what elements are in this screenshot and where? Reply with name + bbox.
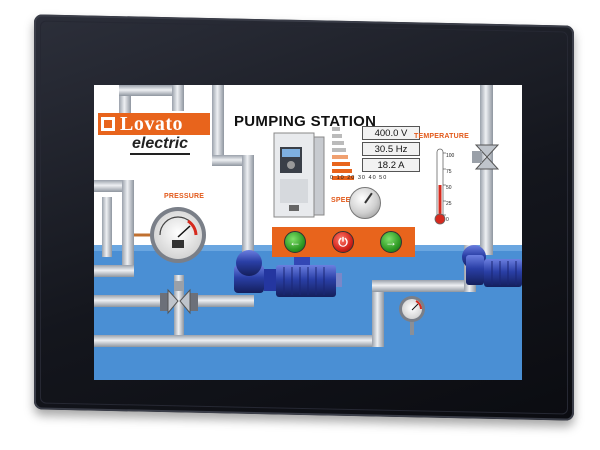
motor-fins [283,267,325,295]
pump-motor [276,265,336,297]
bar-meter [332,127,354,180]
pump-motor-right [484,259,522,287]
readout-value: 400.0 [374,128,399,139]
valve-stem-right [472,151,482,163]
temperature-label: TEMPERATURE [414,133,469,140]
pipe [372,280,384,347]
pipe [212,155,254,166]
temperature-tick: 100 [446,153,455,159]
pump-head-right [466,255,484,285]
temperature-tick: 75 [446,169,452,175]
thermometer [434,148,446,225]
power-icon: ⏻ [338,235,348,249]
pipe [94,335,384,347]
readout-value: 18.2 [377,160,397,171]
frequency-drive [273,132,325,218]
valve-stem [174,281,184,291]
pipe [372,280,472,292]
arrow-left-icon: ← [289,235,301,249]
readout-unit: Hz [395,144,408,155]
back-button[interactable]: ← [284,231,306,253]
gauge-red-zone [187,219,198,236]
brand-name: Lovato [98,113,210,135]
small-gauge-face [402,299,422,319]
motor-terminal [294,255,310,265]
motor-shaft [336,273,342,287]
valve-body [167,288,179,315]
speed-label: SPEED [331,197,356,204]
temperature-tick: 50 [446,185,452,191]
pipe [212,85,224,163]
valve-body [179,288,191,315]
readout-panel: 400.0 V 30.5 Hz 18.2 A [362,126,420,174]
motor-fins-right [491,261,517,285]
arrow-right-icon: → [385,235,397,249]
pipe [122,180,134,275]
brand-mark-icon [101,117,115,131]
gauge-needle [177,225,191,238]
small-gauge-needle [411,303,419,311]
pipe [242,155,254,253]
page-title: PUMPING STATION [234,113,377,130]
pipe [102,197,112,257]
pump-coupling [264,269,276,291]
small-gauge-red-zone [415,300,422,310]
readout-current: 18.2 A [362,158,420,172]
brand-sub: electric [130,135,191,155]
hmi-screen: Lovato electric PUMPING STATION 400.0 V … [94,85,522,380]
forward-button[interactable]: → [380,231,402,253]
gauge-hub [172,240,184,248]
control-panel: ← ⏻ → [272,227,415,257]
pressure-label: PRESSURE [164,193,205,200]
valve-flange [190,293,198,311]
speed-scale: 0 10 20 30 40 50 [330,175,388,181]
pump-volute [236,250,262,276]
temperature-scale: 100 75 50 25 0 [446,148,454,228]
pipe [174,275,184,335]
readout-frequency: 30.5 Hz [362,142,420,156]
speed-knob[interactable] [349,187,381,219]
readout-voltage: 400.0 V [362,126,420,140]
process-diagram [94,85,522,380]
pipe [94,265,134,277]
power-button[interactable]: ⏻ [332,231,354,253]
readout-unit: V [401,128,408,139]
temperature-tick: 0 [446,217,449,223]
temperature-tick: 25 [446,201,452,207]
pipe [172,85,184,111]
readout-unit: A [398,160,405,171]
pipe [480,85,493,255]
valve-flange [160,293,168,311]
pipe [119,85,179,96]
readout-value: 30.5 [374,144,394,155]
brand-logo: Lovato electric [98,113,210,161]
